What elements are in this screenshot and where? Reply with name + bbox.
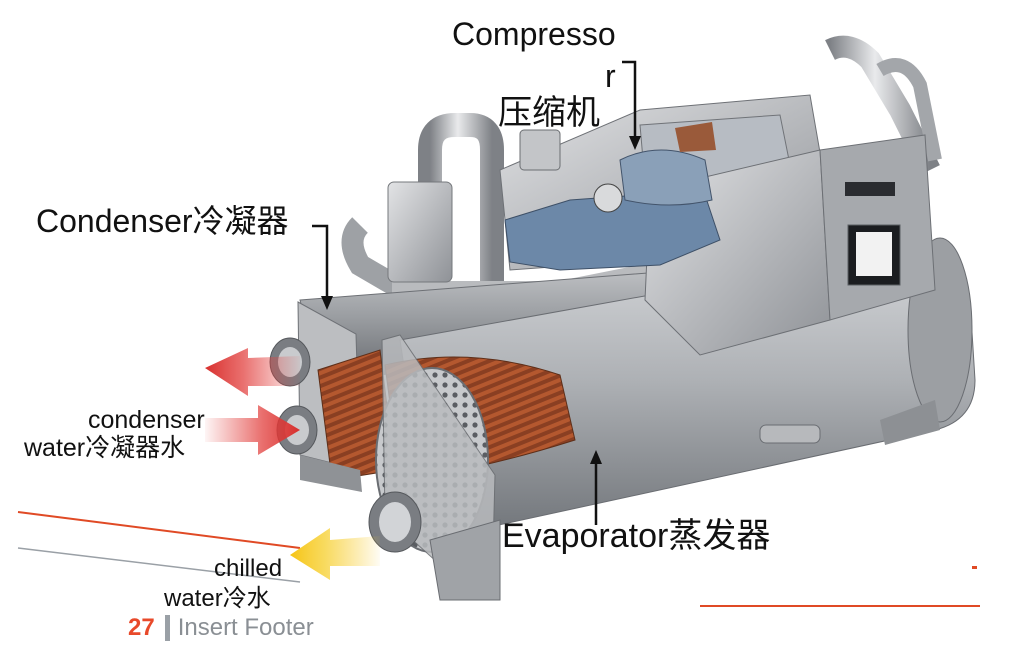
condenser-label: Condenser冷凝器 [36, 203, 289, 239]
decor-dot [972, 566, 977, 569]
chilled-water-label-line1: chilled [214, 555, 283, 582]
condenser-water-label-line2: water冷凝器水 [24, 434, 186, 462]
compressor-label-line2: r [605, 58, 616, 94]
chilled-water-arrow [290, 528, 380, 580]
decor-line-gray [17, 547, 301, 583]
compressor-label-line1: Compresso [452, 16, 616, 52]
footer-text: Insert Footer [177, 614, 314, 641]
compressor-housing [499, 94, 936, 356]
evaporator-label: Evaporator蒸发器 [502, 517, 771, 555]
condenser-water-in-arrow [205, 405, 300, 455]
page-number: 27 [128, 614, 155, 641]
slide-footer: 27 Insert Footer [128, 614, 314, 642]
compressor-label-line3: 压缩机 [498, 94, 600, 132]
decor-line-red [17, 511, 301, 549]
leader-lines [312, 60, 641, 525]
footer-divider [164, 615, 170, 641]
condenser-water-out-arrow [205, 348, 300, 396]
condenser-water-label-line1: condenser [88, 406, 205, 434]
chilled-water-label-line2: water冷水 [164, 585, 271, 612]
